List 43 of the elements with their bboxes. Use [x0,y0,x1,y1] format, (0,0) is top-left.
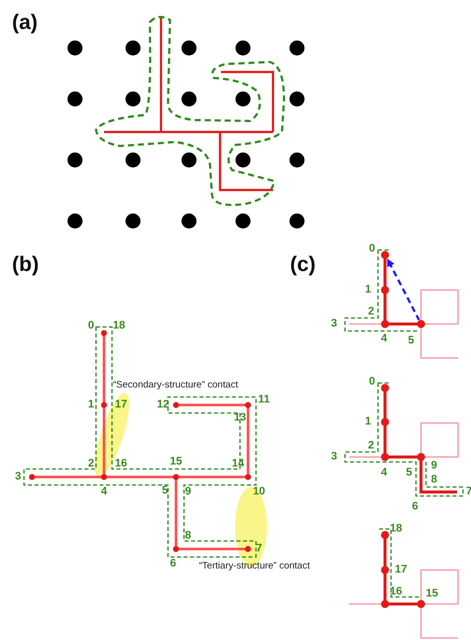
residue-number: 17 [114,400,128,410]
residue-number: 13 [234,412,246,424]
residue-number: 8 [430,474,438,486]
residue-number: 2 [368,306,374,318]
residue-number: 3 [330,318,338,330]
residue-number: 0 [368,244,376,254]
residue-number: 3 [14,472,22,482]
residue-number: 12 [156,400,170,410]
residue-number: 18 [390,524,402,534]
residue-number: 10 [252,486,266,498]
residue-number: 2 [88,458,94,470]
panel-label: (c) [290,254,316,275]
residue-number: 0 [368,376,376,388]
residue-number: 16 [390,586,402,598]
residue-number: 1 [364,284,372,296]
residue-number: 6 [170,558,176,570]
residue-number: 2 [368,440,374,452]
annotation-text: “Tertiary-structure” contact [199,561,310,571]
residue-number: 6 [412,502,418,512]
residue-number: 5 [406,468,412,478]
residue-number: 1 [364,416,372,428]
residue-number: 11 [258,394,270,406]
residue-number: 8 [184,530,192,542]
annotation-text: “Secondary-structure” contact [113,380,238,390]
residue-number: 4 [100,486,108,498]
residue-number: 3 [330,452,338,462]
residue-number: 18 [112,320,126,332]
residue-number: 4 [380,468,388,478]
residue-number: 5 [408,336,414,346]
residue-number: 7 [256,544,262,554]
residue-number: 4 [380,334,388,344]
panel-label: (b) [12,254,39,275]
residue-number: 9 [184,486,192,498]
residue-number: 17 [394,564,408,576]
residue-number: 14 [232,458,244,470]
residue-number: 0 [88,320,94,332]
residue-number: 9 [430,460,438,472]
residue-number: 5 [162,486,168,496]
residue-number: 16 [114,458,128,470]
residue-number: 1 [88,400,94,410]
residue-number: 15 [426,588,438,600]
residue-number: 15 [170,456,182,468]
panel-label: (a) [12,12,38,33]
